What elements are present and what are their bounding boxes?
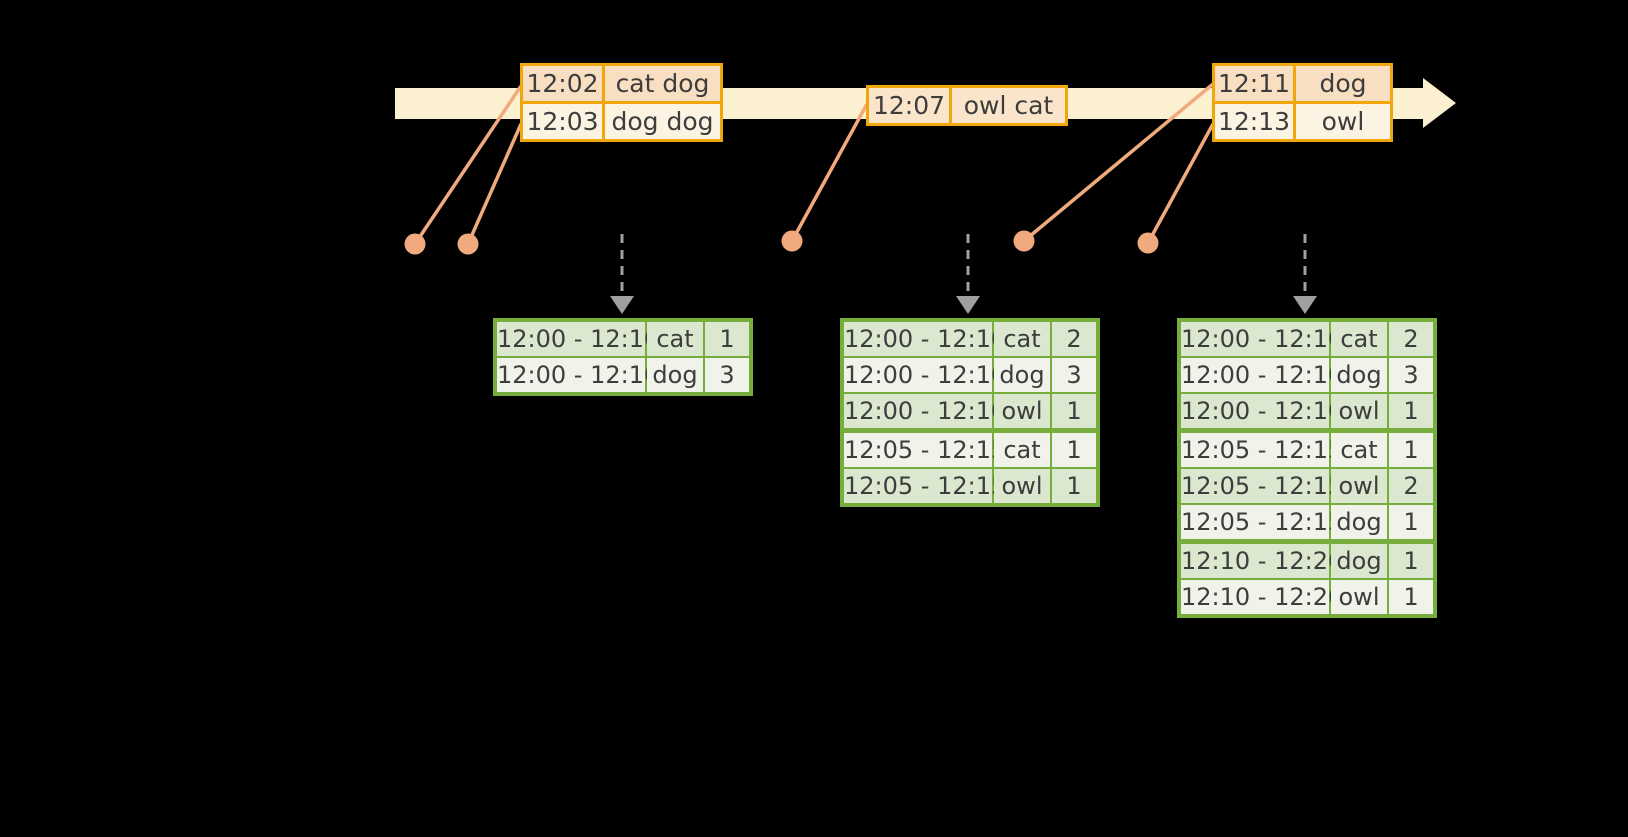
result-window-cell: 12:00 - 12:10 [844, 394, 1006, 428]
result-count-cell: 3 [705, 358, 749, 392]
result-count-cell: 1 [1389, 580, 1433, 614]
event-dot [1137, 232, 1159, 254]
result-word-cell: owl [994, 394, 1050, 428]
event-dot [781, 230, 803, 252]
event-dot [1013, 230, 1035, 252]
result-window-cell: 12:00 - 12:10 [1181, 358, 1343, 392]
event-dot [457, 233, 479, 255]
event-words-cell: cat dog [605, 66, 720, 101]
result-window-cell: 12:00 - 12:10 [1181, 322, 1343, 356]
result-word-cell: owl [1331, 469, 1387, 503]
result-word-cell: dog [647, 358, 703, 392]
event-connector-line [1146, 123, 1215, 244]
result-count-cell: 2 [1389, 469, 1433, 503]
result-word-cell: owl [1331, 580, 1387, 614]
result-count-cell: 3 [1052, 358, 1096, 392]
event-words-cell: owl cat [952, 88, 1065, 123]
result-window-cell: 12:05 - 12:15 [844, 433, 1006, 467]
event-time-cell: 12:03 [523, 104, 602, 139]
result-word-cell: dog [994, 358, 1050, 392]
result-word-cell: dog [1331, 505, 1387, 539]
result-count-cell: 2 [1052, 322, 1096, 356]
result-count-cell: 2 [1389, 322, 1433, 356]
result-word-cell: dog [1331, 544, 1387, 578]
result-window-cell: 12:10 - 12:20 [1181, 544, 1343, 578]
event-connector-line [413, 85, 523, 245]
event-connector-line [790, 103, 869, 242]
event-words-cell: dog [1296, 66, 1390, 101]
result-word-cell: owl [994, 469, 1050, 503]
result-count-cell: 1 [705, 322, 749, 356]
result-word-cell: cat [994, 322, 1050, 356]
event-time-cell: 12:13 [1215, 104, 1293, 139]
result-word-cell: dog [1331, 358, 1387, 392]
result-count-cell: 3 [1389, 358, 1433, 392]
result-window-cell: 12:00 - 12:10 [844, 322, 1006, 356]
event-dot [404, 233, 426, 255]
trigger-arrowhead-icon [1293, 296, 1317, 314]
result-word-cell: cat [994, 433, 1050, 467]
result-window-cell: 12:00 - 12:10 [497, 322, 659, 356]
result-count-cell: 1 [1052, 433, 1096, 467]
result-window-cell: 12:05 - 12:15 [1181, 433, 1343, 467]
event-words-cell: owl [1296, 104, 1390, 139]
result-word-cell: cat [647, 322, 703, 356]
event-time-cell: 12:11 [1215, 66, 1293, 101]
result-count-cell: 1 [1389, 505, 1433, 539]
result-window-cell: 12:05 - 12:15 [1181, 469, 1343, 503]
trigger-arrowhead-icon [610, 296, 634, 314]
result-count-cell: 1 [1052, 394, 1096, 428]
event-time-cell: 12:07 [869, 88, 949, 123]
event-connector-line [466, 123, 523, 245]
result-window-cell: 12:00 - 12:10 [844, 358, 1006, 392]
event-time-cell: 12:02 [523, 66, 602, 101]
event-words-cell: dog dog [605, 104, 720, 139]
result-count-cell: 1 [1052, 469, 1096, 503]
result-word-cell: cat [1331, 322, 1387, 356]
result-count-cell: 1 [1389, 394, 1433, 428]
result-word-cell: owl [1331, 394, 1387, 428]
result-window-cell: 12:10 - 12:20 [1181, 580, 1343, 614]
result-word-cell: cat [1331, 433, 1387, 467]
result-count-cell: 1 [1389, 544, 1433, 578]
result-window-cell: 12:05 - 12:15 [844, 469, 1006, 503]
result-window-cell: 12:00 - 12:10 [1181, 394, 1343, 428]
timeline-arrowhead-icon [1423, 78, 1456, 128]
result-count-cell: 1 [1389, 433, 1433, 467]
event-connector-line [1022, 82, 1215, 243]
result-window-cell: 12:00 - 12:10 [497, 358, 659, 392]
trigger-arrowhead-icon [956, 296, 980, 314]
result-window-cell: 12:05 - 12:15 [1181, 505, 1343, 539]
